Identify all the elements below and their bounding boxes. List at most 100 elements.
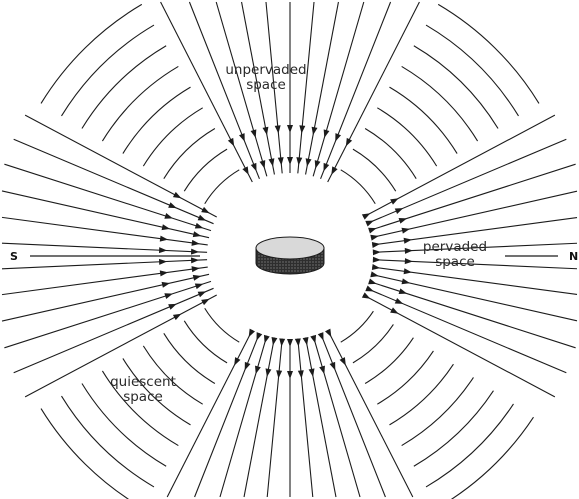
arrow-head: [278, 157, 284, 165]
arrow-head: [346, 138, 352, 146]
arrow-head: [331, 166, 337, 174]
field-line: [2, 260, 207, 269]
arrow-head: [191, 257, 199, 263]
arrow-head: [193, 231, 201, 237]
arrow-head: [319, 366, 325, 375]
arrow-head: [201, 207, 209, 213]
arrow-head: [372, 242, 380, 248]
south-pole-label: S: [10, 250, 18, 263]
arrow-head: [368, 228, 377, 234]
field-line: [2, 217, 208, 245]
arrow-head: [402, 278, 410, 284]
arrow-head: [404, 238, 412, 244]
quiescent-arc: [341, 170, 376, 204]
arrow-head: [162, 224, 170, 230]
arrow-head: [162, 282, 170, 288]
quiescent-arc: [353, 149, 396, 191]
field-line: [14, 288, 214, 372]
field-line: [371, 274, 577, 321]
arrow-head: [365, 286, 374, 292]
north-pole-label: N: [569, 250, 578, 263]
arrow-head: [303, 337, 309, 345]
arrow-head: [257, 332, 263, 341]
arrow-head: [296, 157, 302, 165]
quiescent-arc: [341, 311, 374, 342]
arrow-head: [245, 362, 251, 371]
arrow-head: [193, 275, 201, 281]
arrow-head: [373, 257, 381, 263]
quiescent-arc: [402, 377, 474, 445]
arrow-head: [168, 304, 177, 310]
quiescent-arc: [184, 149, 227, 191]
arrow-head: [390, 307, 398, 313]
arrow-head: [201, 299, 209, 305]
arrow-head: [228, 138, 234, 146]
arrow-head: [173, 192, 181, 198]
arrow-head: [251, 163, 257, 172]
arrow-head: [266, 368, 272, 376]
arrow-head: [160, 270, 168, 276]
quiescent-arc: [61, 25, 153, 116]
quiescent-arc: [205, 170, 240, 204]
arrow-head: [318, 332, 324, 341]
arrow-head: [279, 338, 285, 346]
arrow-head: [276, 370, 282, 378]
arrow-head: [275, 125, 281, 133]
arrow-head: [159, 247, 167, 253]
quiescent-arc: [389, 87, 457, 153]
arrow-head: [365, 221, 374, 227]
arrow-head: [272, 337, 278, 345]
arrow-head: [287, 157, 293, 165]
arrow-head: [269, 158, 275, 166]
quiescent-arc: [426, 25, 518, 116]
arrow-head: [405, 248, 413, 254]
quiescent-arc: [414, 46, 498, 129]
field-line: [2, 274, 209, 321]
arrow-head: [399, 288, 408, 294]
arrow-head: [402, 228, 410, 234]
arrow-head: [173, 314, 181, 320]
arrow-head: [309, 368, 315, 376]
quiescent-arc: [389, 364, 453, 425]
field-line: [14, 139, 214, 223]
arrow-head: [373, 249, 381, 255]
arrow-head: [198, 215, 207, 221]
arrow-head: [159, 259, 167, 265]
quiescent-arc: [41, 409, 142, 499]
field-line: [371, 191, 577, 238]
arrow-head: [234, 357, 240, 365]
arrow-head: [405, 258, 413, 264]
quiescent-arc: [61, 396, 153, 487]
quiescent-arc: [205, 308, 240, 342]
field-line: [2, 243, 207, 252]
arrow-head: [164, 293, 173, 299]
arrow-head: [298, 370, 304, 378]
arrow-head: [399, 218, 408, 224]
arrow-head: [310, 335, 316, 344]
arrow-head: [198, 291, 207, 297]
quiescent-arc: [82, 46, 166, 129]
quiescent-arc: [41, 4, 142, 103]
arrow-head: [295, 338, 301, 346]
arrow-head: [249, 329, 255, 337]
arrow-head: [191, 240, 199, 246]
disc-magnet: [256, 237, 324, 274]
arrow-head: [362, 292, 370, 298]
arrow-head: [312, 127, 318, 135]
arrow-head: [160, 236, 168, 242]
arrow-head: [368, 279, 377, 285]
quiescent-arc: [426, 404, 513, 487]
arrow-head: [390, 198, 398, 204]
quiescent-arc: [377, 351, 433, 404]
arrow-head: [362, 213, 370, 219]
arrow-head: [324, 129, 330, 138]
arrow-head: [164, 213, 173, 219]
arrow-head: [195, 283, 204, 289]
field-line: [328, 2, 420, 182]
field-line: [2, 191, 209, 238]
arrow-head: [264, 335, 270, 344]
quiescent-arc: [365, 338, 413, 384]
arrow-head: [168, 202, 177, 208]
